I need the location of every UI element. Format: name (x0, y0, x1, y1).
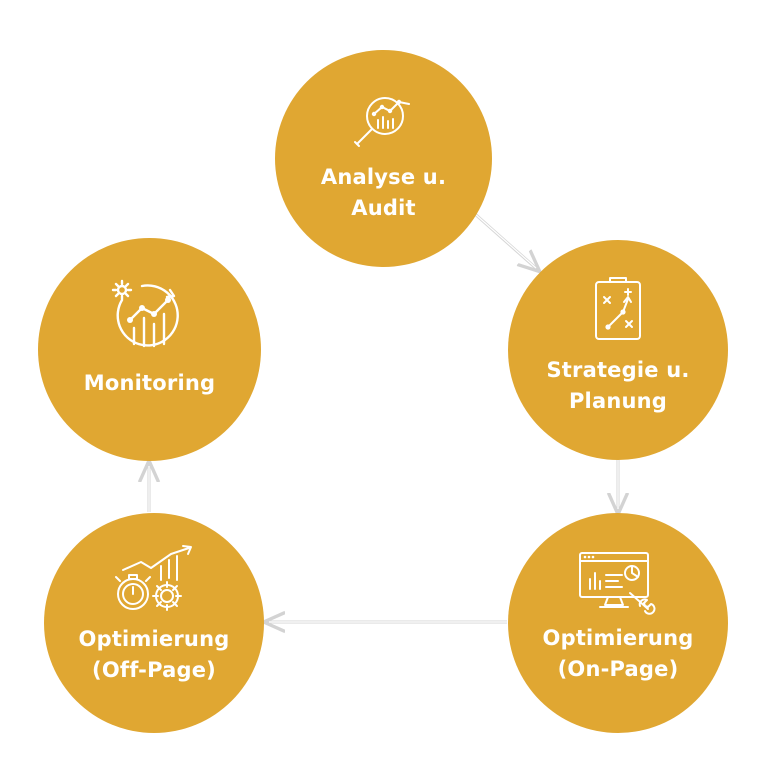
node-label: Analyse u. Audit (320, 164, 447, 220)
magnifier-chart-icon (353, 96, 410, 147)
gear-chart-cycle-icon (111, 279, 179, 348)
node-label: Optimierung (Off-Page) (78, 627, 230, 682)
node-optimierung-onpage: Optimierung (On-Page) (508, 513, 728, 733)
node-label: Optimierung (On-Page) (542, 626, 694, 681)
node-optimierung-offpage: Optimierung (Off-Page) (44, 513, 264, 733)
clipboard-strategy-icon (595, 277, 641, 340)
node-monitoring: Monitoring (38, 238, 261, 461)
node-label: Monitoring (83, 371, 216, 395)
monitor-wrench-icon (579, 552, 656, 615)
node-strategie-planung: Strategie u. Planung (508, 240, 728, 460)
node-analyse-audit: Analyse u. Audit (275, 50, 492, 267)
stopwatch-gear-growth-icon (115, 545, 192, 611)
node-label: Strategie u. Planung (546, 358, 690, 413)
